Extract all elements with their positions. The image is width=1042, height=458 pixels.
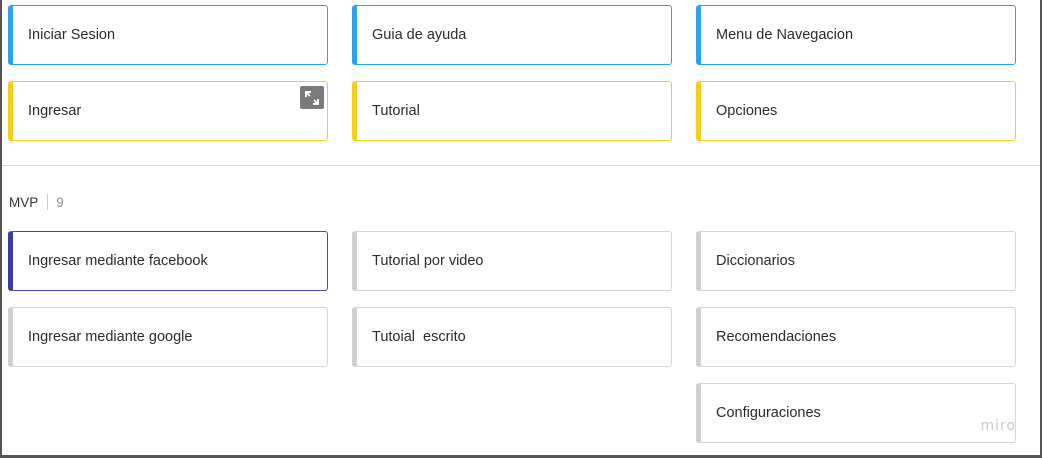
section-header: MVP 9 <box>9 194 64 210</box>
card-menu-de-navegacion[interactable]: Menu de Navegacion <box>696 5 1016 65</box>
card-tutorial-video[interactable]: Tutorial por video <box>352 231 672 291</box>
card-opciones[interactable]: Opciones <box>696 81 1016 141</box>
card-ingresar[interactable]: Ingresar <box>8 81 328 141</box>
card-diccionarios[interactable]: Diccionarios <box>696 231 1016 291</box>
card-label: Tutorial por video <box>372 253 484 269</box>
card-tutorial-escrito[interactable]: Tutoial escrito <box>352 307 672 367</box>
card-configuraciones[interactable]: Configuraciones <box>696 383 1016 443</box>
card-recomendaciones[interactable]: Recomendaciones <box>696 307 1016 367</box>
section-separator <box>47 194 49 210</box>
section-divider <box>2 165 1040 166</box>
section-count: 9 <box>56 194 64 210</box>
section-title: MVP <box>9 194 39 210</box>
card-tutorial[interactable]: Tutorial <box>352 81 672 141</box>
card-label: Tutorial <box>372 103 420 119</box>
card-ingresar-facebook[interactable]: Ingresar mediante facebook <box>8 231 328 291</box>
card-label: Ingresar <box>28 103 82 119</box>
card-label: Menu de Navegacion <box>716 27 854 43</box>
card-guia-de-ayuda[interactable]: Guia de ayuda <box>352 5 672 65</box>
expand-icon <box>305 90 319 105</box>
expand-button[interactable] <box>300 86 324 109</box>
card-label: Configuraciones <box>716 405 821 421</box>
card-label: Guia de ayuda <box>372 27 467 43</box>
card-label: Tutoial escrito <box>372 329 466 345</box>
card-label: Opciones <box>716 103 778 119</box>
card-label: Ingresar mediante google <box>28 329 193 345</box>
card-label: Ingresar mediante facebook <box>28 253 208 269</box>
card-iniciar-sesion[interactable]: Iniciar Sesion <box>8 5 328 65</box>
card-label: Recomendaciones <box>716 329 837 345</box>
card-ingresar-google[interactable]: Ingresar mediante google <box>8 307 328 367</box>
card-label: Diccionarios <box>716 253 795 269</box>
miro-watermark: miro <box>980 418 1016 434</box>
card-label: Iniciar Sesion <box>28 27 116 43</box>
